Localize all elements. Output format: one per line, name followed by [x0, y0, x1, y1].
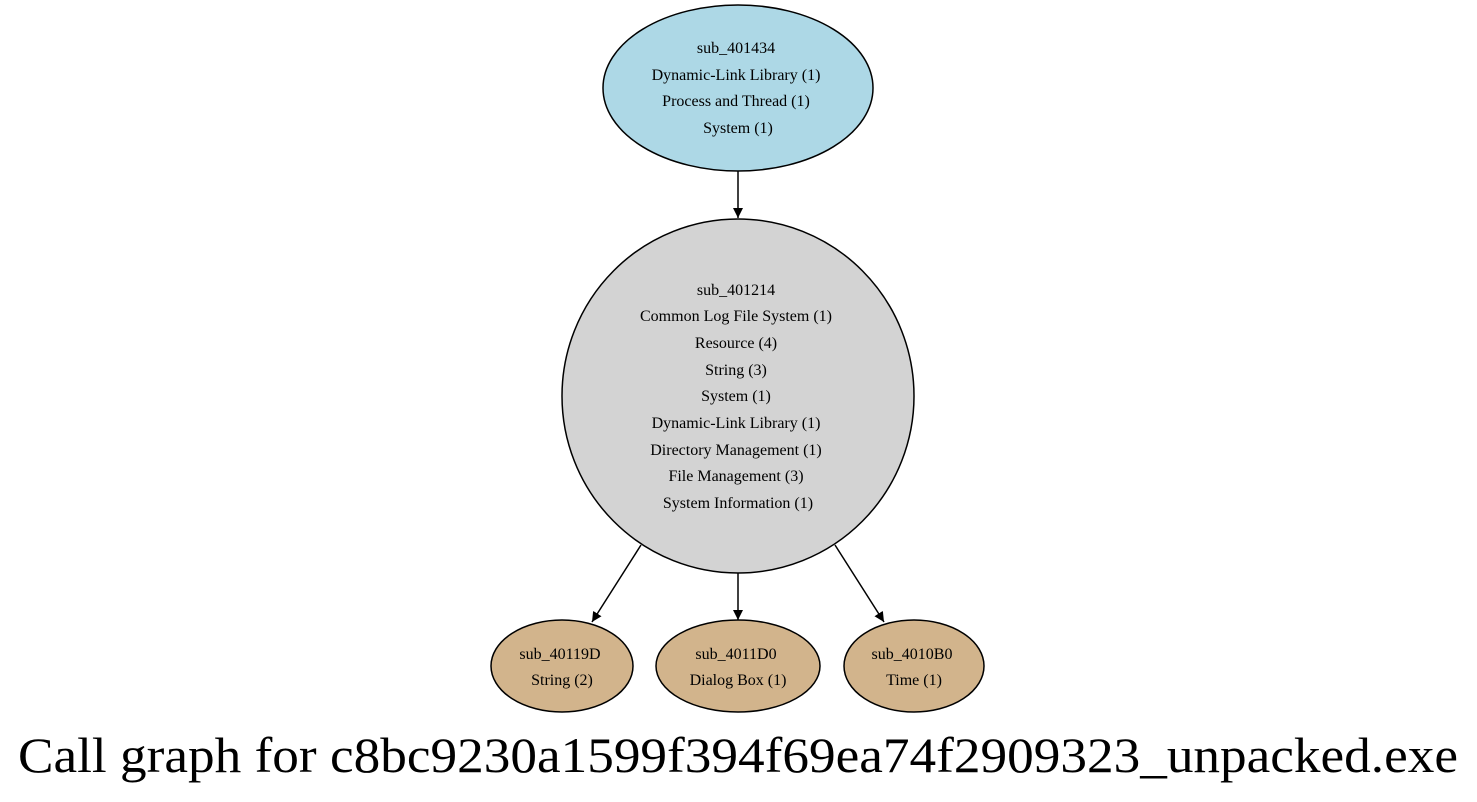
node-label-line: Dynamic-Link Library (1) — [652, 415, 821, 432]
node-sub_4011D0[interactable]: sub_4011D0 Dialog Box (1) — [655, 619, 821, 713]
node-title: sub_4011D0 — [695, 646, 776, 663]
node-shape — [490, 619, 634, 713]
svg-text:sub_4011D0 Dialog Box (1: sub_4011D0 Dialog Box (1) — [690, 646, 787, 689]
node-title: sub_401434 — [697, 40, 775, 57]
edge-sub_401214-to-sub_40119D — [591, 544, 642, 623]
svg-text:sub_4010B0 Time (1): sub_4010B0 Time (1) — [872, 646, 957, 689]
node-label-line: String (3) — [705, 362, 767, 379]
node-title: sub_401214 — [697, 282, 775, 299]
node-shape — [655, 619, 821, 713]
node-label-line: System (1) — [701, 388, 771, 405]
node-title: sub_4010B0 — [872, 646, 953, 663]
node-label-line: File Management (3) — [668, 468, 803, 485]
node-sub_4010B0[interactable]: sub_4010B0 Time (1) — [843, 619, 985, 713]
svg-text:sub_40119D String (2): sub_40119D String (2) — [519, 646, 604, 689]
graph-caption: Call graph for c8bc9230a1599f394f69ea74f… — [18, 727, 1458, 783]
node-label-line: System (1) — [703, 120, 773, 137]
edge-sub_401214-to-sub_4010B0 — [834, 544, 885, 623]
node-label-line: Dynamic-Link Library (1) — [652, 67, 821, 84]
node-label-line: String (2) — [531, 672, 593, 689]
edges — [591, 171, 885, 623]
node-shape — [561, 218, 915, 574]
node-sub_401434[interactable]: sub_401434 Dynamic-Link Library (1) Proc… — [602, 4, 874, 172]
node-label-line: Common Log File System (1) — [640, 308, 832, 325]
node-sub_40119D[interactable]: sub_40119D String (2) — [490, 619, 634, 713]
node-label-line: Process and Thread (1) — [662, 93, 810, 110]
node-shape — [843, 619, 985, 713]
svg-text:sub_401434 Dynamic-Link: sub_401434 Dynamic-Link Library (1) Proc… — [652, 40, 825, 137]
node-sub_401214[interactable]: sub_401214 Common Log File System (1) Re… — [561, 218, 915, 574]
node-label-line: Resource (4) — [695, 335, 777, 352]
node-label-line: Directory Management (1) — [650, 442, 821, 459]
node-label-line: Time (1) — [886, 672, 942, 689]
svg-text:sub_401214 Common Log Fi: sub_401214 Common Log File System (1) Re… — [640, 282, 836, 512]
node-label-line: System Information (1) — [663, 495, 813, 512]
node-title: sub_40119D — [519, 646, 600, 663]
node-shape — [602, 4, 874, 172]
node-label-line: Dialog Box (1) — [690, 672, 787, 689]
